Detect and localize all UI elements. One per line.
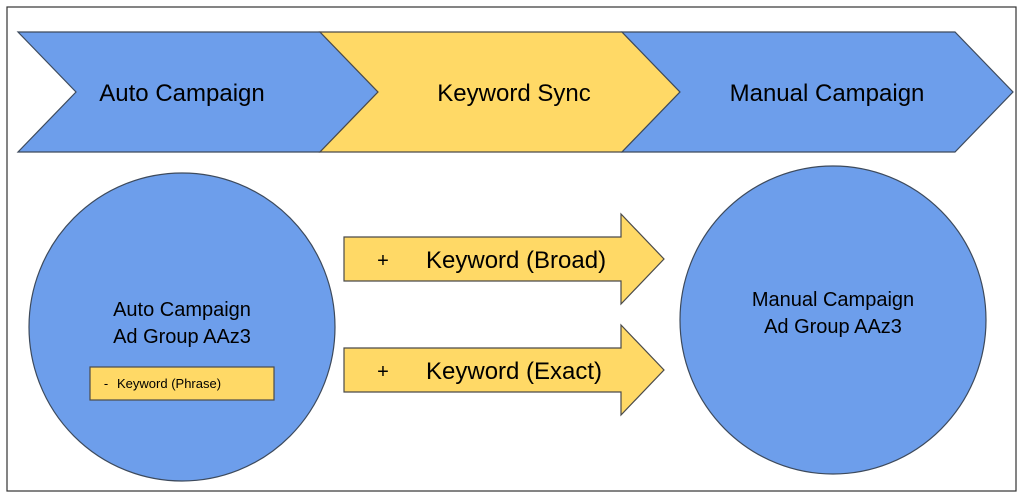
- arrow-label: Keyword (Exact): [426, 358, 602, 385]
- ad-group-circle: [28, 172, 336, 482]
- negative-keyword-tag: - Keyword (Phrase): [89, 366, 275, 401]
- plus-sign: +: [377, 250, 389, 272]
- manual-campaign-ad-group: Manual Campaign Ad Group AAz3: [679, 165, 987, 475]
- chevron-keyword-sync: Keyword Sync: [318, 31, 681, 153]
- chevron-label: Keyword Sync: [437, 80, 590, 107]
- chevron-label: Manual Campaign: [730, 80, 925, 107]
- arrow-shape: [343, 212, 665, 306]
- arrow-label: Keyword (Broad): [426, 247, 606, 274]
- chevron-shape: [620, 31, 1014, 153]
- negative-keyword-box: [89, 366, 275, 401]
- arrow-keyword-exact: + Keyword (Exact): [343, 323, 665, 417]
- ad-group-name: Ad Group AAz3: [113, 326, 251, 348]
- chevron-manual-campaign: Manual Campaign: [620, 31, 1014, 153]
- ad-group-title: Auto Campaign: [113, 299, 251, 321]
- negative-sign: -: [104, 376, 108, 391]
- ad-group-circle: [679, 165, 987, 475]
- ad-group-title: Manual Campaign: [752, 289, 914, 311]
- negative-keyword-label: Keyword (Phrase): [117, 376, 221, 391]
- auto-campaign-ad-group: Auto Campaign Ad Group AAz3 - Keyword (P…: [28, 172, 336, 482]
- arrow-keyword-broad: + Keyword (Broad): [343, 212, 665, 306]
- chevron-auto-campaign: Auto Campaign: [16, 31, 379, 153]
- arrow-shape: [343, 323, 665, 417]
- chevron-label: Auto Campaign: [99, 80, 264, 107]
- plus-sign: +: [377, 361, 389, 383]
- ad-group-name: Ad Group AAz3: [764, 316, 902, 338]
